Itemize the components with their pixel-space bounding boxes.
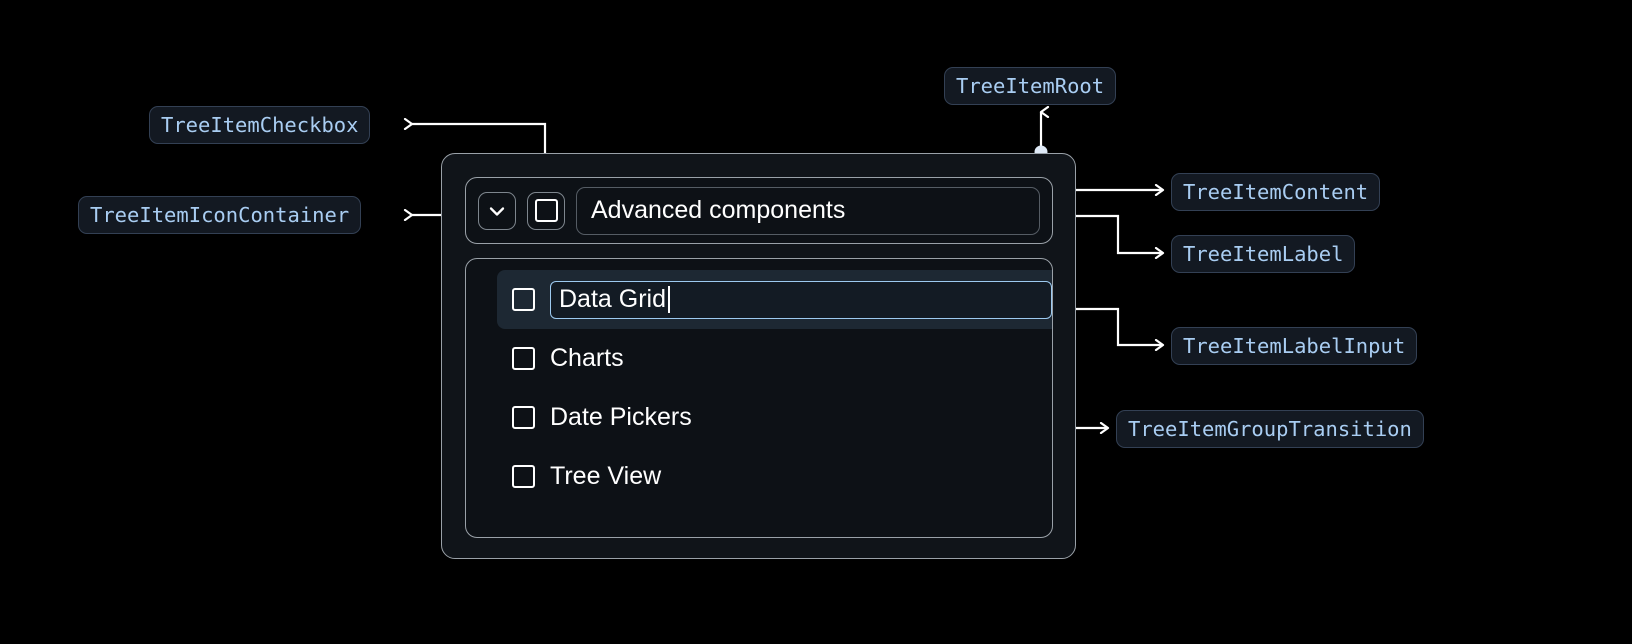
tree-item-label: Date Pickers	[550, 403, 692, 431]
tree-item-row-data-grid[interactable]: Data Grid	[497, 270, 1052, 329]
text-caret	[667, 286, 670, 313]
callout-label: TreeItemLabel	[1183, 242, 1344, 266]
chevron-down-icon	[485, 199, 509, 223]
callout-treeitemroot: TreeItemRoot	[944, 67, 1117, 105]
callout-treeitemlabelinput: TreeItemLabelInput	[1171, 327, 1418, 365]
callout-label: TreeItemLabelInput	[1183, 334, 1406, 358]
callout-label: TreeItemContent	[1183, 180, 1369, 204]
tree-item-checkbox[interactable]	[527, 191, 565, 230]
callout-label: TreeItemCheckbox	[161, 113, 359, 137]
tree-item-checkbox[interactable]	[512, 465, 535, 488]
tree-item-label-input[interactable]: Data Grid	[550, 280, 1052, 319]
callout-treeitemcheckbox: TreeItemCheckbox	[149, 106, 371, 144]
callout-treeitemlabel: TreeItemLabel	[1171, 235, 1356, 273]
tree-item-group-transition: Data Grid Charts Date Pickers Tree View	[465, 258, 1053, 538]
callout-label: TreeItemGroupTransition	[1128, 417, 1412, 441]
callout-treeitemiconcontainer: TreeItemIconContainer	[78, 196, 362, 234]
tree-item-row-charts[interactable]: Charts	[497, 329, 1052, 388]
tree-item-content[interactable]: Advanced components	[465, 177, 1053, 244]
tree-item-icon-container[interactable]	[478, 191, 516, 230]
tree-item-label[interactable]: Advanced components	[576, 186, 1040, 235]
tree-item-label: Charts	[550, 344, 624, 372]
checkbox-box-icon	[534, 199, 558, 222]
tree-item-label-input-value: Data Grid	[559, 285, 666, 313]
tree-item-label: Tree View	[550, 462, 662, 490]
tree-item-checkbox[interactable]	[512, 406, 535, 429]
callout-label: TreeItemIconContainer	[90, 203, 350, 227]
tree-item-checkbox[interactable]	[512, 347, 535, 370]
callout-treeitemcontent: TreeItemContent	[1171, 173, 1381, 211]
tree-item-row-tree-view[interactable]: Tree View	[497, 447, 1052, 506]
callout-treeitemgrouptransition: TreeItemGroupTransition	[1116, 410, 1424, 448]
tree-item-row-date-pickers[interactable]: Date Pickers	[497, 388, 1052, 447]
tree-item-label-text: Advanced components	[591, 196, 846, 224]
callout-label: TreeItemRoot	[956, 74, 1105, 98]
tree-item-root[interactable]: Advanced components Data Grid Charts Dat…	[441, 153, 1076, 559]
tree-item-checkbox[interactable]	[512, 288, 535, 311]
